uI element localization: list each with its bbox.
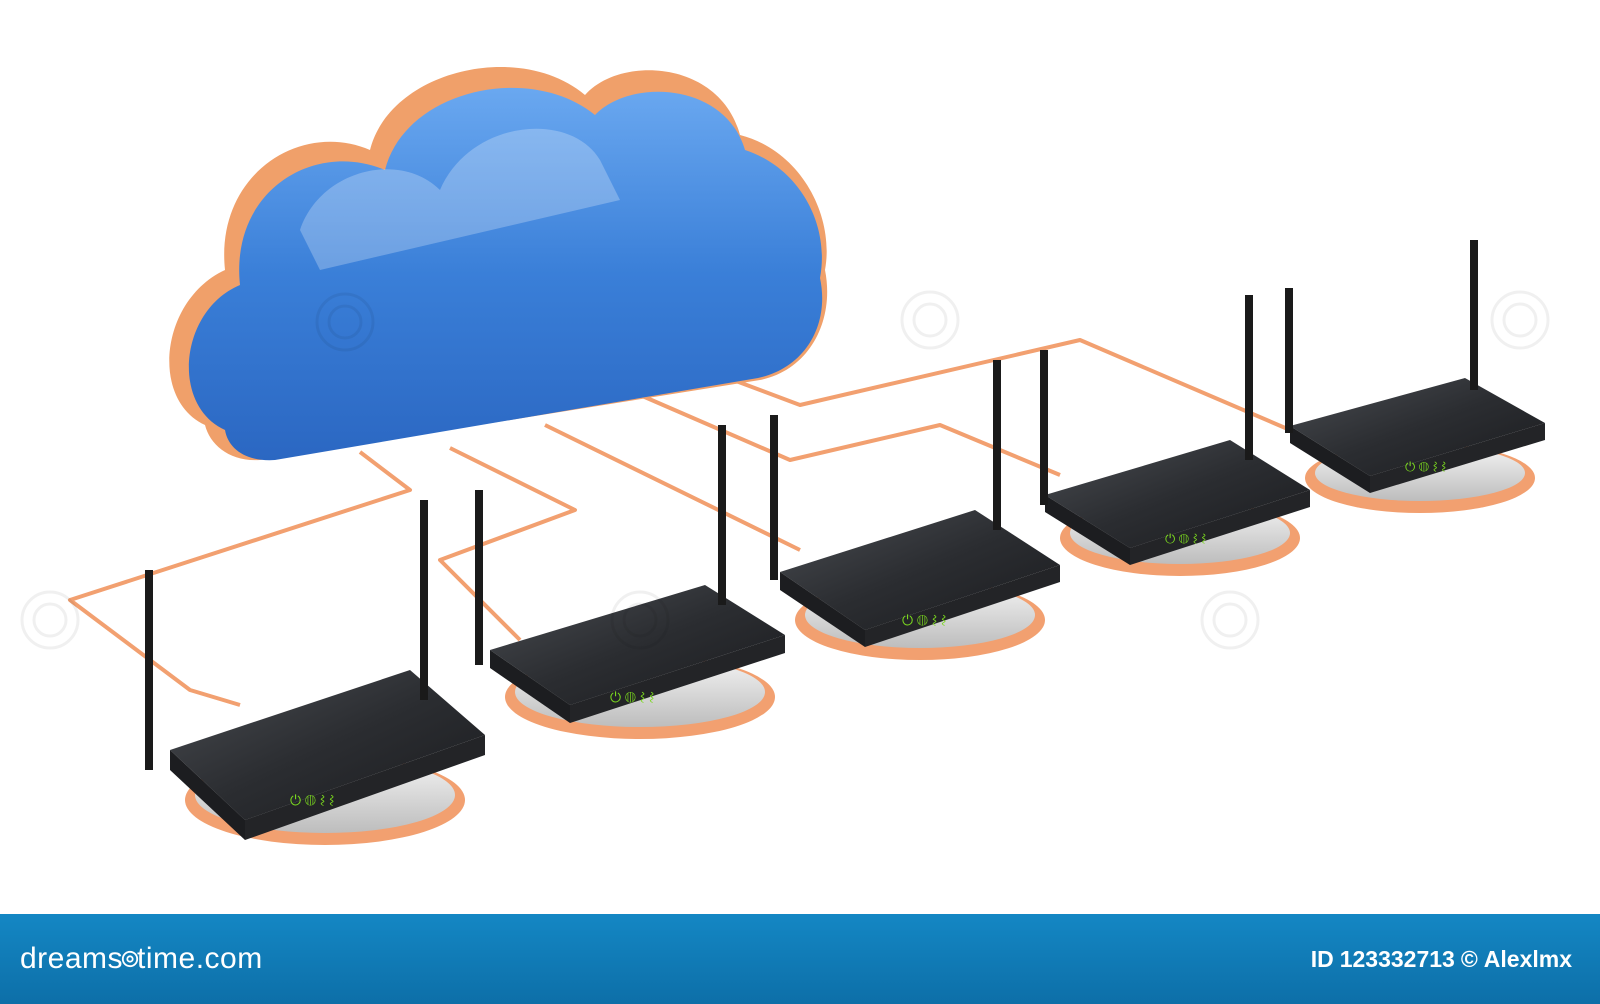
cloud-body <box>188 87 823 461</box>
router-3: ⏻ ◍ ⌇ ⌇ <box>770 360 1060 660</box>
author-name: Alexlmx <box>1483 945 1572 972</box>
cloud-icon <box>169 66 828 461</box>
cable-5 <box>719 338 1291 432</box>
watermark-footer: dreams time.com ID 123332713 © Alexlmx <box>0 914 1600 1004</box>
router-4: ⏻ ◍ ⌇ ⌇ <box>1040 295 1310 576</box>
id-label: ID <box>1310 945 1334 972</box>
image-credit: ID 123332713 © Alexlmx <box>1311 946 1572 973</box>
brand-text-post: time.com <box>137 942 263 975</box>
watermark-pattern <box>20 290 1550 650</box>
cloud-highlight <box>300 128 620 270</box>
router-leds: ⏻ ◍ ⌇ ⌇ <box>610 689 654 705</box>
spiral-logo-icon <box>121 950 139 968</box>
router-leds: ⏻ ◍ ⌇ ⌇ <box>1165 531 1206 546</box>
cable-1 <box>68 450 412 707</box>
id-number: 123332713 <box>1339 945 1455 972</box>
copyright-symbol: © <box>1460 945 1478 972</box>
cable-2 <box>438 446 577 642</box>
router-2: ⏻ ◍ ⌇ ⌇ <box>475 425 785 739</box>
cloud-network-scene: ⏻ ◍ ⌇ ⌇ ⏻ ◍ ⌇ ⌇ ⏻ ◍ ⌇ ⌇ ⏻ ◍ ⌇ ⌇ <box>20 66 1550 845</box>
brand-text-pre: dreams <box>20 942 124 975</box>
router-leds: ⏻ ◍ ⌇ ⌇ <box>902 612 946 628</box>
router-leds: ⏻ ◍ ⌇ ⌇ <box>1405 459 1446 474</box>
router-leds: ⏻ ◍ ⌇ ⌇ <box>290 792 334 808</box>
dreamstime-brand: dreams time.com <box>20 942 263 976</box>
router-1: ⏻ ◍ ⌇ ⌇ <box>145 500 485 845</box>
router-5: ⏻ ◍ ⌇ ⌇ <box>1285 240 1545 513</box>
cable-3 <box>544 423 801 552</box>
